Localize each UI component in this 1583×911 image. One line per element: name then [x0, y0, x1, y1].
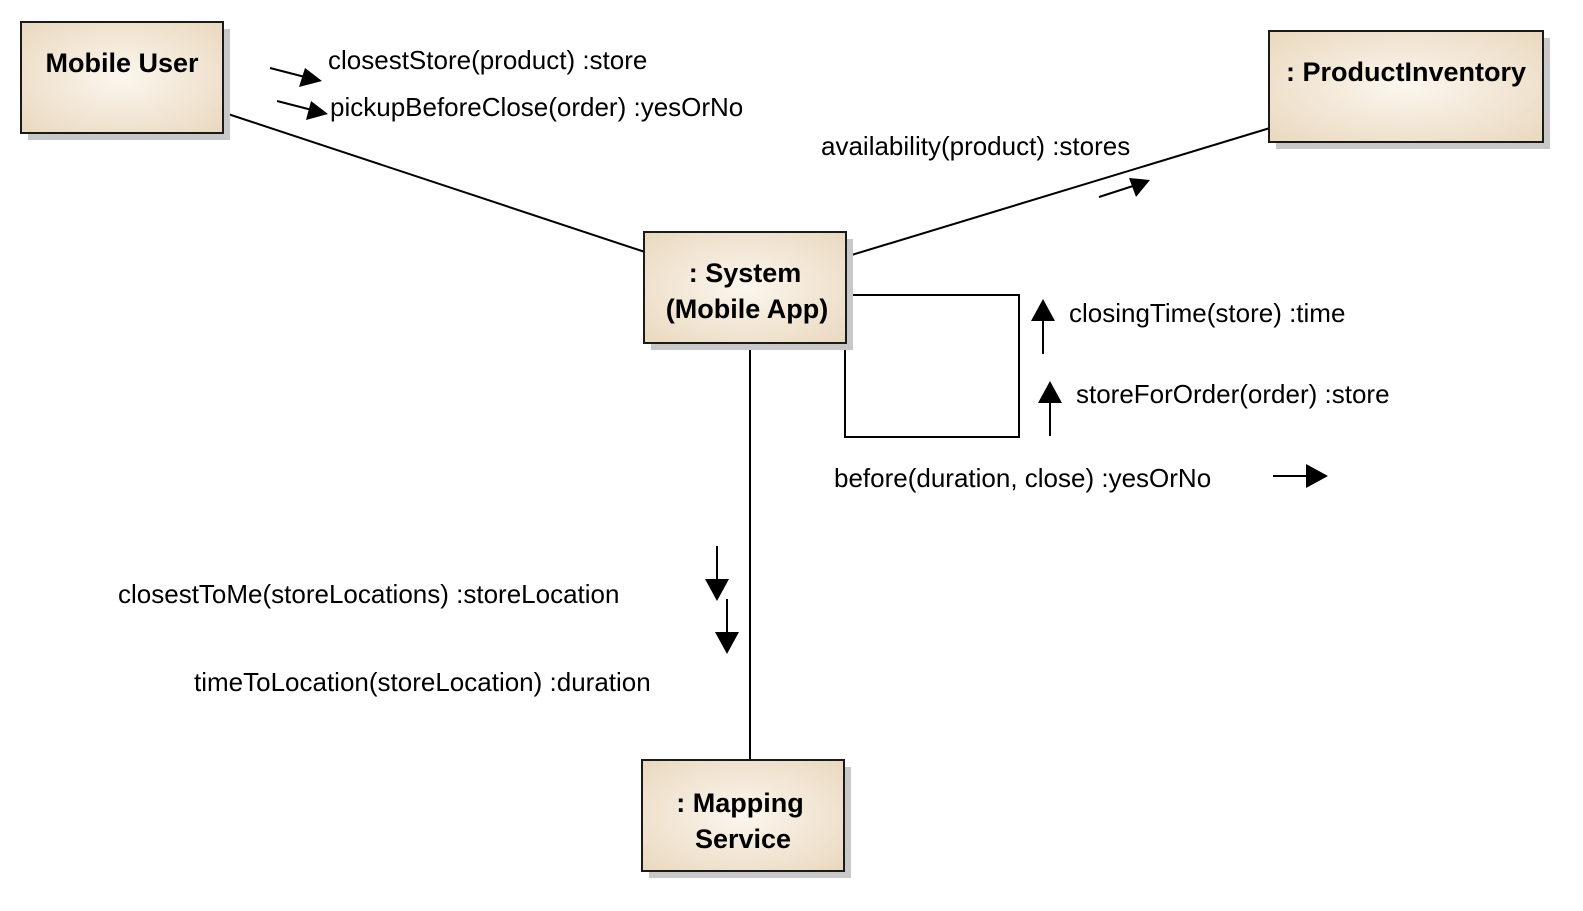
- message-pickup-before-close-label: pickupBeforeClose(order) :yesOrNo: [330, 92, 743, 122]
- node-system[interactable]: : System (Mobile App): [643, 231, 853, 350]
- arrow-closest-store-shaft: [269, 67, 306, 78]
- arrow-closest-store-head: [299, 68, 322, 87]
- message-closest-to-me: closestToMe(storeLocations) :storeLocati…: [118, 546, 729, 609]
- node-mapping-service-label-line1: : Mapping: [676, 788, 803, 818]
- arrow-closest-to-me-head: [705, 579, 729, 601]
- message-time-to-location-label: timeToLocation(storeLocation) :duration: [194, 667, 651, 697]
- node-system-label-line2: (Mobile App): [666, 294, 828, 324]
- self-link-system: [844, 294, 1020, 438]
- message-time-to-location: timeToLocation(storeLocation) :duration: [194, 599, 739, 697]
- link-user-system: [221, 111, 646, 253]
- node-product-inventory-label: : ProductInventory: [1286, 57, 1526, 87]
- message-closest-to-me-label: closestToMe(storeLocations) :storeLocati…: [118, 579, 619, 609]
- arrow-availability-head: [1129, 178, 1150, 197]
- message-before: before(duration, close) :yesOrNo: [834, 463, 1328, 493]
- arrow-time-to-location-head: [715, 632, 739, 654]
- message-closest-store-label: closestStore(product) :store: [328, 45, 647, 75]
- message-pickup-before-close: pickupBeforeClose(order) :yesOrNo: [276, 92, 743, 122]
- arrow-pickup-head: [306, 101, 328, 120]
- arrow-availability-shaft: [1098, 185, 1134, 198]
- message-availability: availability(product) :stores: [821, 131, 1150, 198]
- message-closest-store: closestStore(product) :store: [269, 45, 647, 87]
- link-system-inventory: [844, 127, 1271, 258]
- message-store-for-order-label: storeForOrder(order) :store: [1076, 379, 1390, 409]
- message-closing-time: closingTime(store) :time: [1031, 298, 1345, 354]
- node-mapping-service-label-line2: Service: [695, 824, 791, 854]
- node-product-inventory[interactable]: : ProductInventory: [1268, 30, 1550, 149]
- message-availability-label: availability(product) :stores: [821, 131, 1130, 161]
- arrow-closing-time-head: [1031, 299, 1055, 321]
- message-closing-time-label: closingTime(store) :time: [1069, 298, 1345, 328]
- node-mobile-user-label: Mobile User: [45, 48, 199, 78]
- node-mobile-user[interactable]: Mobile User: [20, 21, 230, 140]
- message-before-label: before(duration, close) :yesOrNo: [834, 463, 1211, 493]
- arrow-pickup-shaft: [276, 100, 313, 111]
- node-mapping-service[interactable]: : Mapping Service: [641, 759, 851, 878]
- arrow-store-for-order-head: [1038, 381, 1062, 403]
- message-store-for-order: storeForOrder(order) :store: [1038, 379, 1390, 436]
- node-system-label-line1: : System: [689, 258, 802, 288]
- arrow-before-head: [1306, 464, 1328, 488]
